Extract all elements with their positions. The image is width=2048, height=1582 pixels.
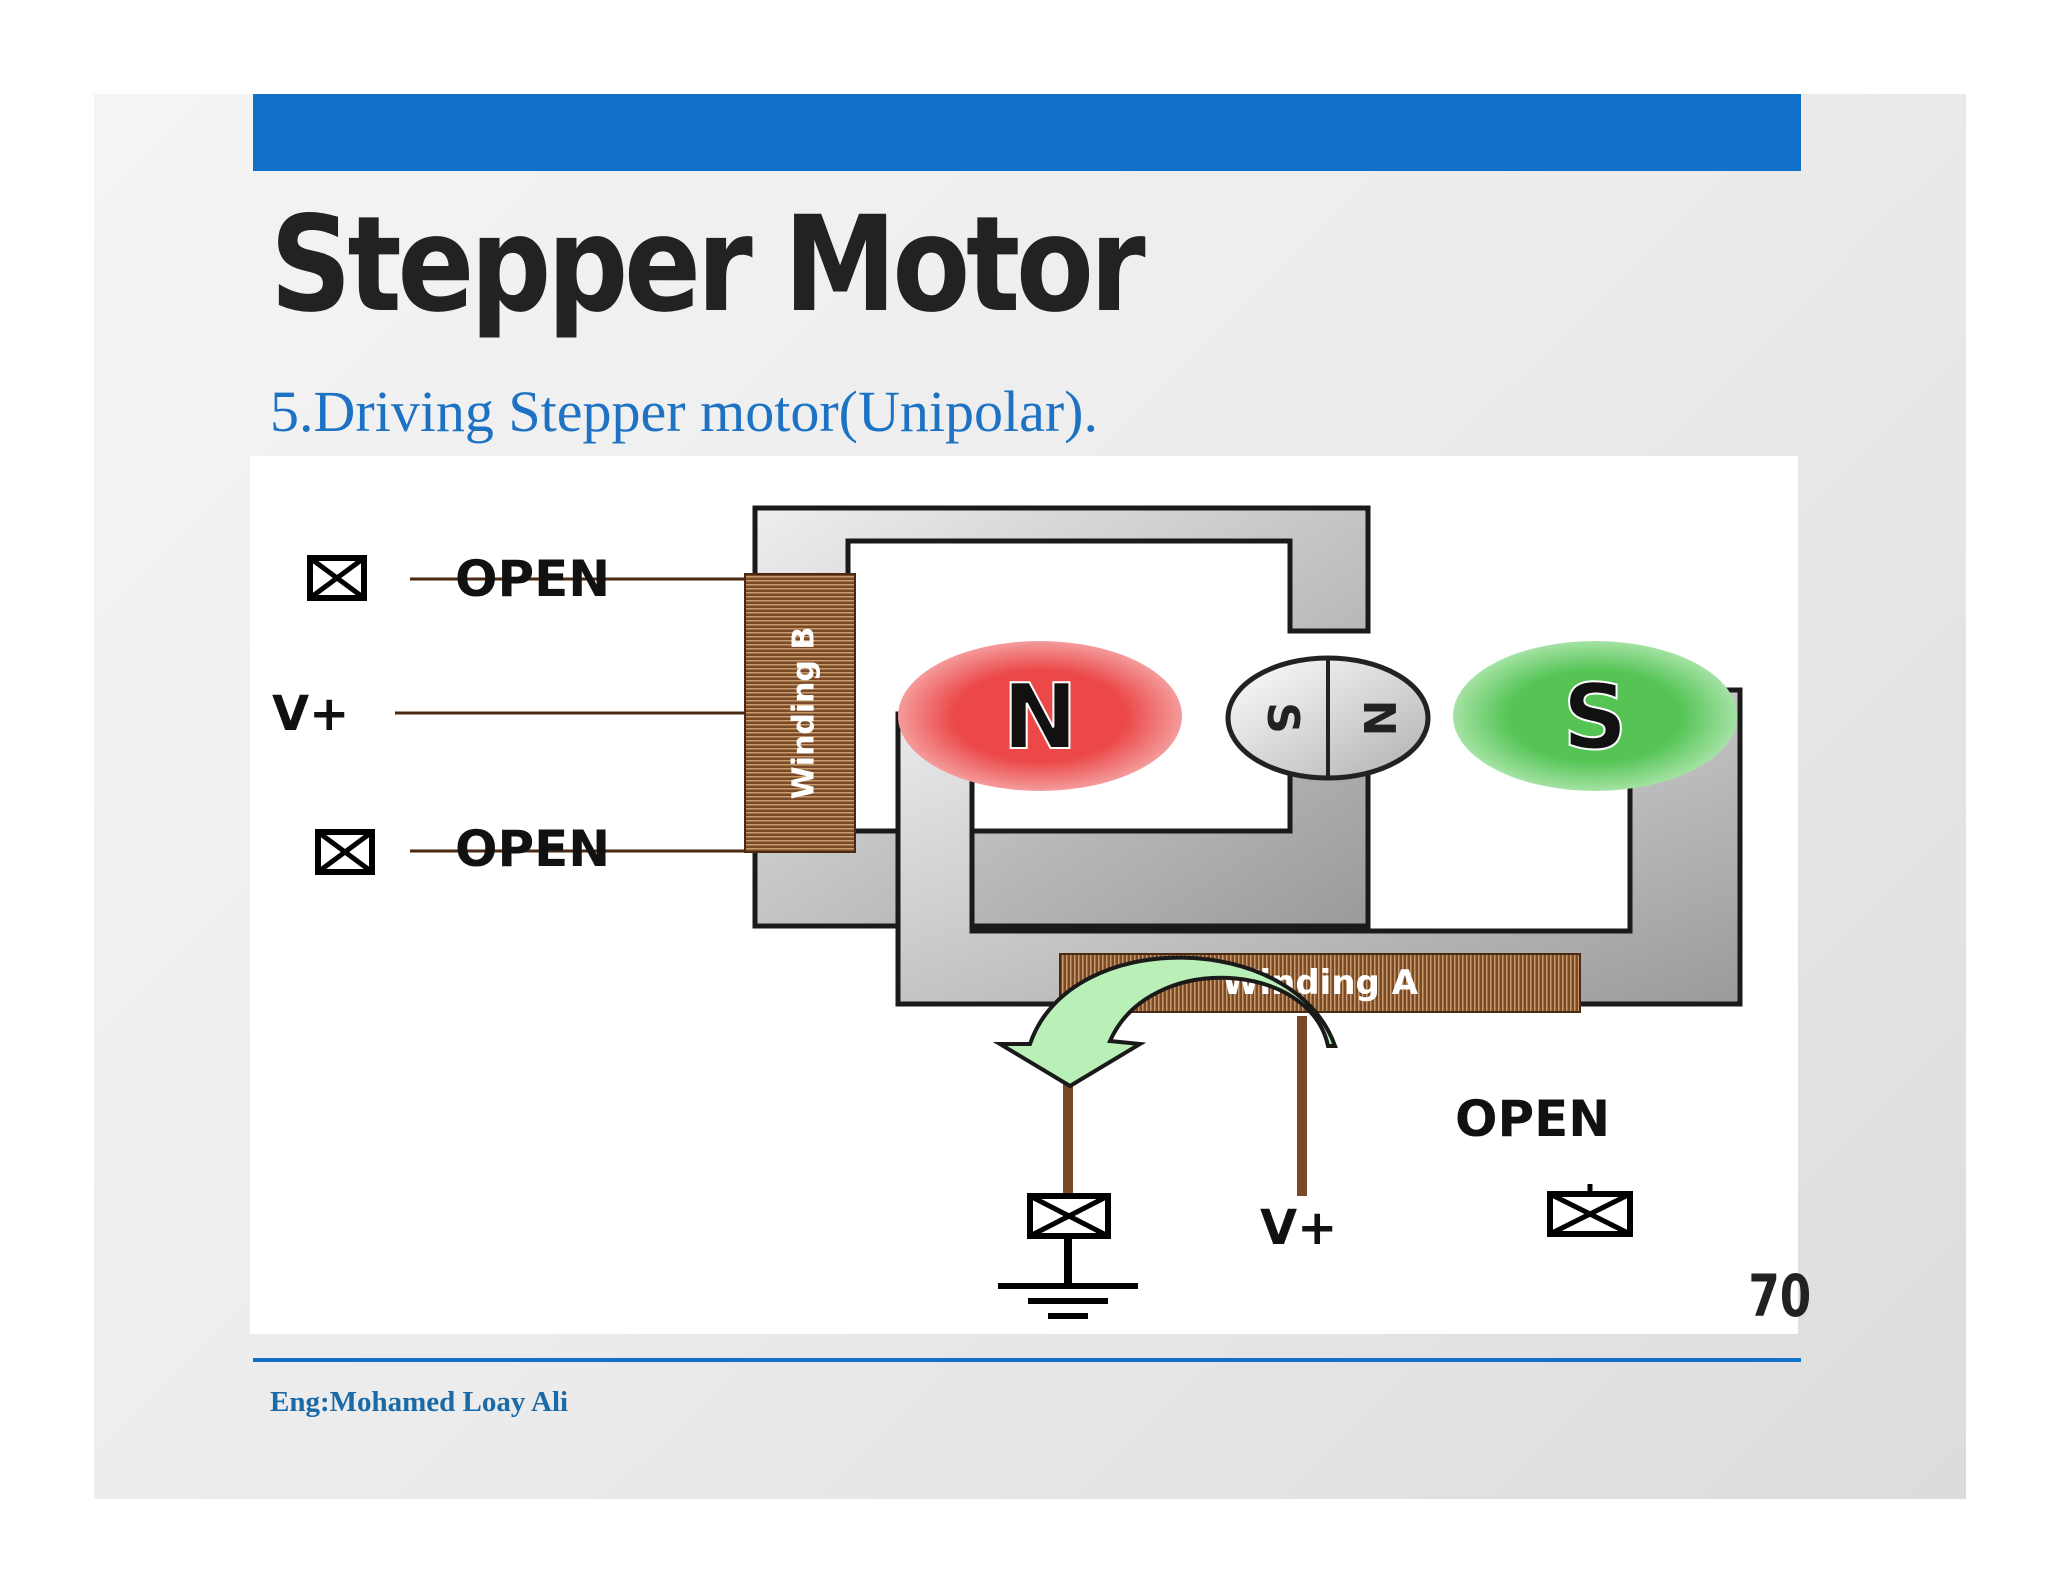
- north-pole-label: N: [1002, 665, 1077, 770]
- label-vplus-left: V+: [272, 686, 349, 742]
- rotation-arrow-icon: [992, 955, 1338, 1089]
- south-pole: [1453, 641, 1737, 791]
- label-open-middle: OPEN: [455, 820, 610, 878]
- page-subtitle: 5.Driving Stepper motor(Unipolar).: [270, 379, 1098, 444]
- label-vplus-bottom: V+: [1260, 1200, 1337, 1256]
- winding-b-label: Winding B: [787, 627, 822, 800]
- switch-ground: [1027, 1193, 1111, 1239]
- footer-divider: [253, 1358, 1801, 1362]
- ground-icon: [998, 1236, 1138, 1319]
- switch-open-middle: [315, 829, 375, 875]
- stepper-motor-diagram: Winding B Winding A OPEN V+ OPEN N S: [250, 456, 1798, 1334]
- page-number: 70: [1748, 1262, 1812, 1330]
- south-pole-label: S: [1563, 665, 1628, 770]
- north-pole: [898, 641, 1182, 791]
- footer-author: Eng:Mohamed Loay Ali: [270, 1386, 569, 1418]
- label-open-right: OPEN: [1455, 1090, 1610, 1148]
- header-accent-bar: [253, 94, 1801, 171]
- page-title: Stepper Motor: [270, 188, 1146, 342]
- rotor-south-label: S: [1257, 702, 1308, 734]
- switch-open-right: [1547, 1184, 1633, 1237]
- rotor-north-label: N: [1353, 700, 1404, 737]
- rotor: [1225, 655, 1431, 781]
- label-open-top: OPEN: [455, 550, 610, 608]
- switch-open-top: [307, 555, 367, 601]
